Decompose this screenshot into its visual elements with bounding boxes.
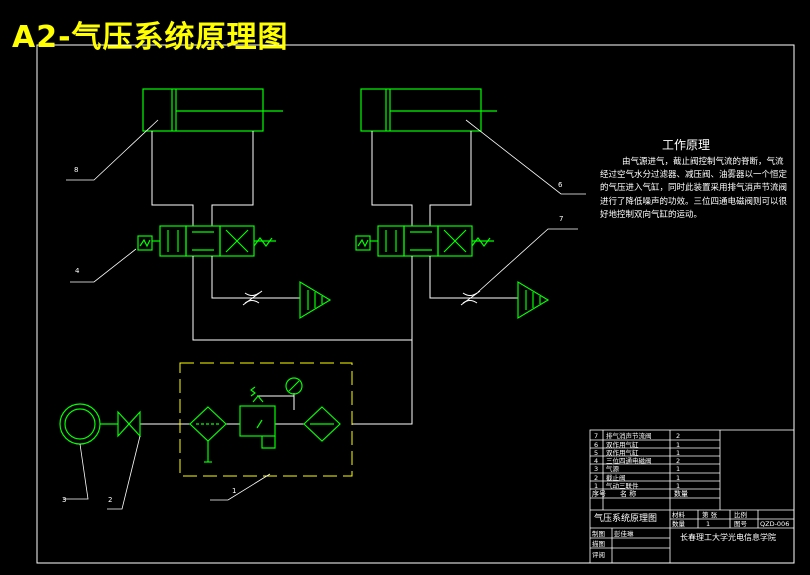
callout-4: 4 — [75, 267, 80, 275]
parts-row-qty: 1 — [676, 449, 680, 457]
callout-numbers: 8 4 6 7 3 2 1 — [62, 166, 563, 504]
sheet-no: 第 张 — [702, 510, 718, 519]
parts-row-no: 5 — [594, 449, 598, 457]
material-label: 材料 — [672, 510, 686, 519]
exhaust-silencers — [299, 280, 550, 320]
callout-7: 7 — [559, 215, 563, 223]
scale-label: 比例 — [734, 510, 747, 519]
parts-row-name: 双作用气缸 — [606, 440, 639, 449]
parts-row-name: 排气消声节流阀 — [606, 431, 652, 440]
reviewed-label: 评阅 — [592, 551, 605, 559]
parts-row-name: 气动三联件 — [606, 481, 639, 490]
drawing-border — [36, 44, 795, 564]
frl-components — [189, 377, 341, 463]
parts-row-no: 6 — [594, 441, 598, 449]
parts-row-qty: 2 — [676, 432, 680, 440]
parts-row-qty: 2 — [676, 457, 680, 465]
working-principle-heading: 工作原理 — [662, 138, 711, 152]
stop-valve — [117, 410, 141, 438]
drawer-name: 彭佳琳 — [614, 529, 634, 538]
checked-label: 描图 — [592, 539, 605, 548]
right-solenoid-valve — [355, 225, 494, 257]
parts-header-name: 名 称 — [620, 489, 636, 498]
school-name: 长春理工大学光电信息学院 — [680, 532, 776, 542]
qty-value: 1 — [706, 520, 710, 528]
parts-row-no: 4 — [594, 457, 598, 465]
parts-row-qty: 1 — [676, 474, 680, 482]
parts-row-qty: 1 — [676, 441, 680, 449]
supply-lines — [140, 256, 518, 425]
throttle-valves — [242, 290, 481, 306]
callout-6: 6 — [558, 181, 563, 189]
air-source — [59, 403, 118, 445]
left-cylinder — [142, 88, 283, 132]
parts-header-qty: 数量 — [674, 489, 688, 498]
callout-2: 2 — [108, 496, 112, 504]
working-principle-text: 由气源进气，截止阀控制气流的脊断，气流经过空气水分过滤器、减压阀、油雾器以一个恒… — [600, 157, 788, 220]
parts-row-no: 2 — [594, 474, 598, 482]
qty-label: 数量 — [672, 519, 686, 528]
figno-label: 图号 — [734, 520, 748, 528]
callout-1: 1 — [232, 487, 236, 495]
right-cylinder — [360, 88, 497, 132]
frl-unit-enclosure — [179, 362, 353, 477]
parts-table-text: 7 排气消声节流阀 2 6 双作用气缸 1 5 双作用气缸 1 4 三位四通电磁… — [592, 431, 789, 559]
page-title: A2-气压系统原理图 — [12, 20, 289, 55]
parts-row-no: 7 — [594, 432, 598, 440]
leader-lines — [63, 119, 586, 510]
drawn-label: 制图 — [592, 529, 605, 538]
parts-row-qty: 1 — [676, 482, 680, 490]
parts-header-no: 序号 — [592, 489, 606, 498]
cylinder-lines — [151, 131, 472, 226]
parts-row-no: 3 — [594, 465, 598, 473]
parts-row-name: 双作用气缸 — [606, 448, 639, 457]
drawing-name: 气压系统原理图 — [594, 512, 657, 524]
parts-row-name: 截止阀 — [606, 473, 626, 482]
left-solenoid-valve — [137, 225, 276, 257]
parts-row-no: 1 — [594, 482, 598, 490]
parts-row-qty: 1 — [676, 465, 680, 473]
callout-3: 3 — [62, 496, 66, 504]
parts-row-name: 三位四通电磁阀 — [606, 456, 652, 465]
parts-table-grid — [589, 429, 795, 564]
drawing-no: QZD-006 — [760, 520, 789, 528]
parts-row-name: 气源 — [606, 464, 620, 473]
callout-8: 8 — [74, 166, 78, 174]
